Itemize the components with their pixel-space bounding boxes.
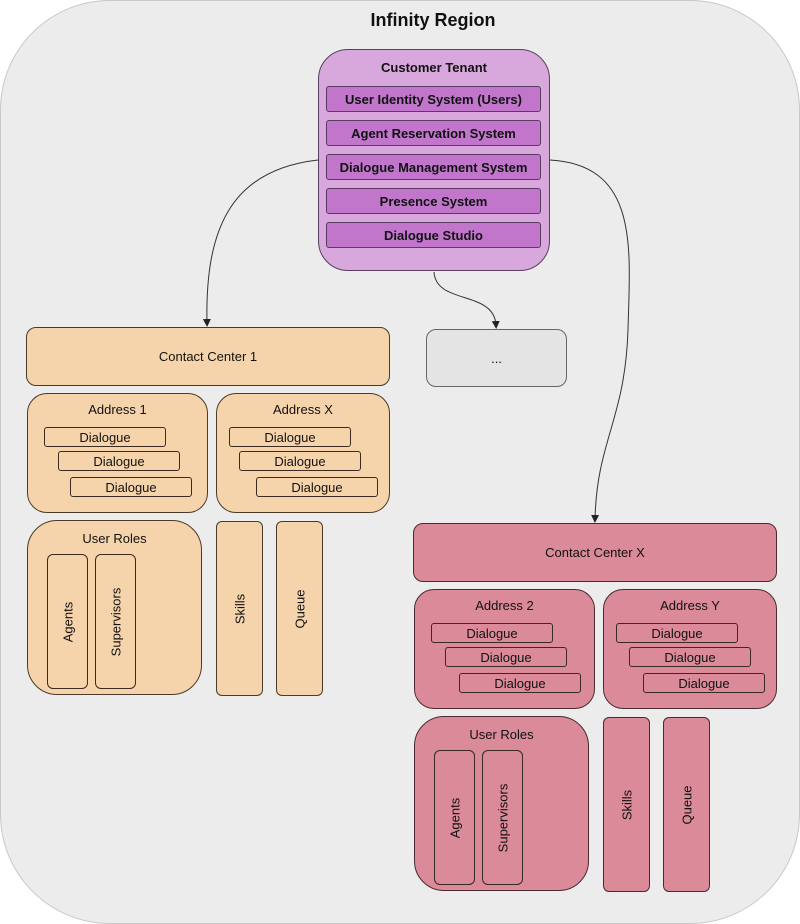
arrow-tenant-to-ccx xyxy=(549,159,630,523)
ccx-user-roles: User Roles Agents Supervisors xyxy=(414,716,589,891)
user-identity-system: User Identity System (Users) xyxy=(326,86,541,112)
address-title: Address 1 xyxy=(88,402,147,417)
dialogue-item: Dialogue xyxy=(445,647,567,667)
cc1-user-roles: User Roles Agents Supervisors xyxy=(27,520,202,695)
dialogue-management-system: Dialogue Management System xyxy=(326,154,541,180)
ccx-address-y: Address Y Dialogue Dialogue Dialogue xyxy=(603,589,777,709)
agents-role: Agents xyxy=(434,750,475,885)
agent-reservation-system: Agent Reservation System xyxy=(326,120,541,146)
cc1-address-x: Address X Dialogue Dialogue Dialogue xyxy=(216,393,390,513)
arrow-tenant-to-cc1 xyxy=(202,159,319,327)
agents-role: Agents xyxy=(47,554,88,689)
address-title: Address 2 xyxy=(475,598,534,613)
region-title: Infinity Region xyxy=(370,10,496,30)
cc1-skills: Skills xyxy=(216,521,263,696)
dialogue-item: Dialogue xyxy=(256,477,378,497)
cc1-queue: Queue xyxy=(276,521,323,696)
dialogue-item: Dialogue xyxy=(643,673,765,693)
user-roles-title: User Roles xyxy=(82,531,147,546)
address-title: Address X xyxy=(273,402,333,417)
supervisors-role: Supervisors xyxy=(482,750,523,885)
dialogue-item: Dialogue xyxy=(58,451,180,471)
presence-system: Presence System xyxy=(326,188,541,214)
arrow-tenant-to-placeholder xyxy=(433,271,500,329)
dialogue-item: Dialogue xyxy=(229,427,351,447)
address-title: Address Y xyxy=(660,598,720,613)
dialogue-studio: Dialogue Studio xyxy=(326,222,541,248)
dialogue-item: Dialogue xyxy=(239,451,361,471)
dialogue-item: Dialogue xyxy=(431,623,553,643)
contact-center-1: Contact Center 1 xyxy=(26,327,390,386)
ccx-skills: Skills xyxy=(603,717,650,892)
dialogue-item: Dialogue xyxy=(616,623,738,643)
dialogue-item: Dialogue xyxy=(44,427,166,447)
customer-tenant-title: Customer Tenant xyxy=(381,60,487,75)
dialogue-item: Dialogue xyxy=(629,647,751,667)
supervisors-role: Supervisors xyxy=(95,554,136,689)
contact-center-x: Contact Center X xyxy=(413,523,777,582)
dialogue-item: Dialogue xyxy=(70,477,192,497)
ccx-queue: Queue xyxy=(663,717,710,892)
dialogue-item: Dialogue xyxy=(459,673,581,693)
ccx-address-2: Address 2 Dialogue Dialogue Dialogue xyxy=(414,589,595,709)
cc1-address-1: Address 1 Dialogue Dialogue Dialogue xyxy=(27,393,208,513)
more-contact-centers-placeholder: ... xyxy=(426,329,567,387)
user-roles-title: User Roles xyxy=(469,727,534,742)
